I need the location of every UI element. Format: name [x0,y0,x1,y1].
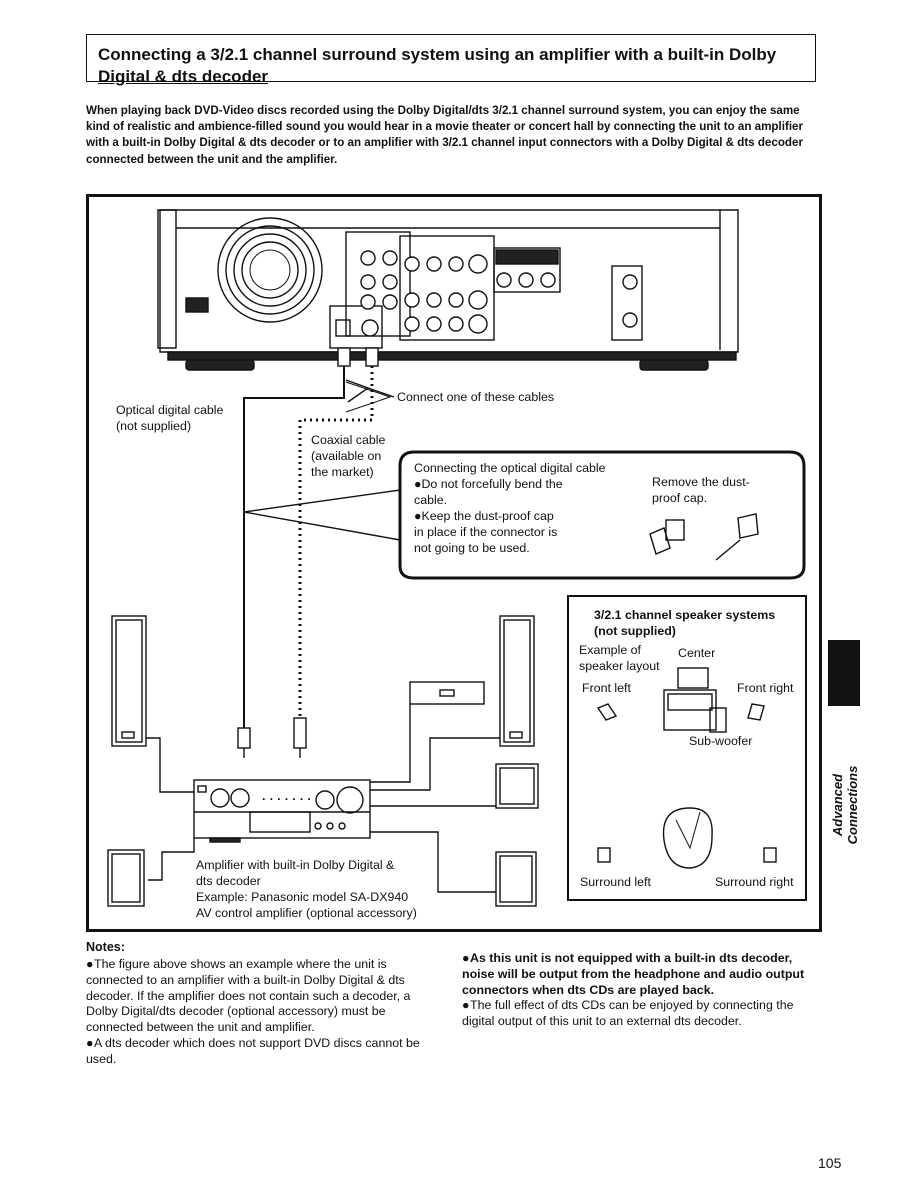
page-title: Connecting a 3/2.1 channel surround syst… [98,44,798,88]
section-tab [828,640,860,706]
bullet: ● [462,951,470,965]
optical-cable-label: Optical digital cable (not supplied) [116,403,224,433]
bullet: ● [86,1036,94,1050]
note-right-2: ●The full effect of dts CDs can be enjoy… [462,998,822,1030]
dvd-unit-body [159,209,739,353]
speaker-box-heading: 3/2.1 channel speaker systems (not suppl… [594,608,776,638]
surround-right-label: Surround right [715,875,794,889]
optical-box-bullet-2: ●Keep the dust-proof cap in place if the… [414,509,558,555]
optical-box-heading: Connecting the optical digital cable [414,461,606,475]
remove-cap-label: Remove the dust- proof cap. [652,475,750,505]
subwoofer-label: Sub-woofer [689,734,753,748]
title-frame [86,34,816,82]
bullet: ● [462,998,470,1012]
amplifier-icon [193,779,371,843]
connection-diagram [86,194,822,932]
title-line-1: Connecting a 3/2.1 channel surround syst… [98,45,777,64]
amplifier-label: Amplifier with built-in Dolby Digital & … [196,858,417,920]
center-label: Center [678,646,716,660]
note-right-1: ●As this unit is not equipped with a bui… [462,951,822,998]
note-left-1: ●The figure above shows an example where… [86,957,442,1036]
title-line-2: Digital & dts decoder [98,67,269,86]
section-tab-label: Advanced Connections [830,765,860,845]
intro-paragraph: When playing back DVD-Video discs record… [86,104,804,166]
page-number: 105 [818,1155,842,1171]
front-right-label: Front right [737,681,794,695]
listener-icon [662,807,713,869]
surround-left-label: Surround left [580,875,651,889]
notes-heading: Notes: [86,940,125,954]
note-left-1-text: The figure above shows an example where … [86,957,411,1035]
front-left-label: Front left [582,681,631,695]
note-left-2-text: A dts decoder which does not support DVD… [86,1036,420,1066]
coaxial-cable-label: Coaxial cable (available on the market) [311,433,386,479]
connect-label: Connect one of these cables [397,390,555,404]
bullet: ● [86,957,94,971]
note-right-2-text: The full effect of dts CDs can be enjoye… [462,998,794,1028]
note-left-2: ●A dts decoder which does not support DV… [86,1036,442,1068]
note-right-1-text: As this unit is not equipped with a buil… [462,951,805,997]
optical-box-bullet-1: ●Do not forcefully bend the cable. [414,477,563,507]
speaker-layout-example: Example of speaker layout [579,643,660,673]
fan-grille-icon [217,217,323,323]
amp-dots: · · · · · · · [262,792,312,806]
